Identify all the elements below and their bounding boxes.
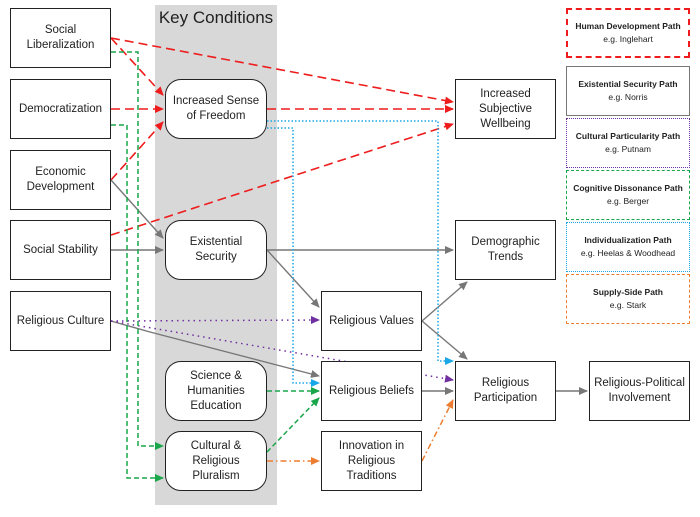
legend-example: e.g. Stark — [609, 300, 647, 310]
node-demographic-trends: Demographic Trends — [455, 220, 556, 280]
legend-title: Cultural Particularity Path — [575, 131, 681, 141]
edge-democratization-to-pluralism — [111, 124, 164, 482]
legend-example: e.g. Putnam — [605, 144, 651, 154]
legend-cultural-particularity: Cultural Particularity Path e.g. Putnam — [566, 118, 690, 168]
edge-economic-development-to-existential-security — [110, 179, 164, 239]
node-pluralism: Cultural & Religious Pluralism — [165, 431, 267, 491]
edge-social-stability-to-subjective-wellbeing — [110, 122, 454, 236]
legend-supply-side: Supply-Side Path e.g. Stark — [566, 274, 690, 324]
node-social-liberalization: Social Liberalization — [10, 8, 111, 68]
edge-religious-values-to-demographic-trends — [421, 281, 468, 322]
node-religious-participation: Religious Participation — [455, 361, 556, 421]
edge-religious-culture-to-religious-beliefs — [110, 320, 320, 378]
node-economic-development: Economic Development — [10, 150, 111, 210]
legend-existential-security: Existential Security Path e.g. Norris — [566, 66, 690, 116]
node-religious-values: Religious Values — [321, 291, 422, 351]
edge-economic-development-to-sense-of-freedom — [110, 121, 164, 181]
node-democratization: Democratization — [10, 79, 111, 139]
legend-human-development: Human Development Path e.g. Inglehart — [566, 8, 690, 58]
edge-pluralism-to-religious-beliefs — [266, 397, 320, 453]
node-sense-of-freedom: Increased Sense of Freedom — [165, 79, 267, 139]
legend-title: Individualization Path — [584, 235, 672, 245]
legend-title: Supply-Side Path — [593, 287, 663, 297]
legend-example: e.g. Heelas & Woodhead — [580, 248, 676, 258]
node-religious-beliefs: Religious Beliefs — [321, 361, 422, 421]
key-conditions-title: Key Conditions — [158, 8, 274, 27]
legend-title: Existential Security Path — [578, 79, 678, 89]
legend-cognitive-dissonance: Cognitive Dissonance Path e.g. Berger — [566, 170, 690, 220]
node-subjective-wellbeing: Increased Subjective Wellbeing — [455, 79, 556, 139]
legend-title: Human Development Path — [575, 21, 681, 31]
legend-title: Cognitive Dissonance Path — [573, 183, 683, 193]
edge-social-liberalization-to-sense-of-freedom — [110, 37, 164, 96]
node-innovation: Innovation in Religious Traditions — [321, 431, 422, 491]
edge-religious-culture-to-religious-values — [110, 316, 320, 325]
legend-example: e.g. Norris — [608, 92, 648, 102]
edge-sense-of-freedom-to-religious-beliefs — [267, 127, 320, 387]
node-political-involvement: Religious-Political Involvement — [589, 361, 690, 421]
edge-social-liberalization-to-pluralism — [111, 51, 164, 450]
node-social-stability: Social Stability — [10, 220, 111, 280]
edge-innovation-to-religious-participation — [421, 399, 454, 462]
edge-social-liberalization-to-subjective-wellbeing — [110, 37, 454, 105]
legend-example: e.g. Inglehart — [603, 34, 653, 44]
edge-religious-values-to-religious-participation — [421, 320, 468, 360]
node-religious-culture: Religious Culture — [10, 291, 111, 351]
edge-sense-of-freedom-to-religious-participation — [267, 120, 454, 365]
legend-example: e.g. Berger — [606, 196, 650, 206]
node-science-education: Science & Humanities Education — [165, 361, 267, 421]
legend-individualization: Individualization Path e.g. Heelas & Wood… — [566, 222, 690, 272]
node-existential-security: Existential Security — [165, 220, 267, 280]
